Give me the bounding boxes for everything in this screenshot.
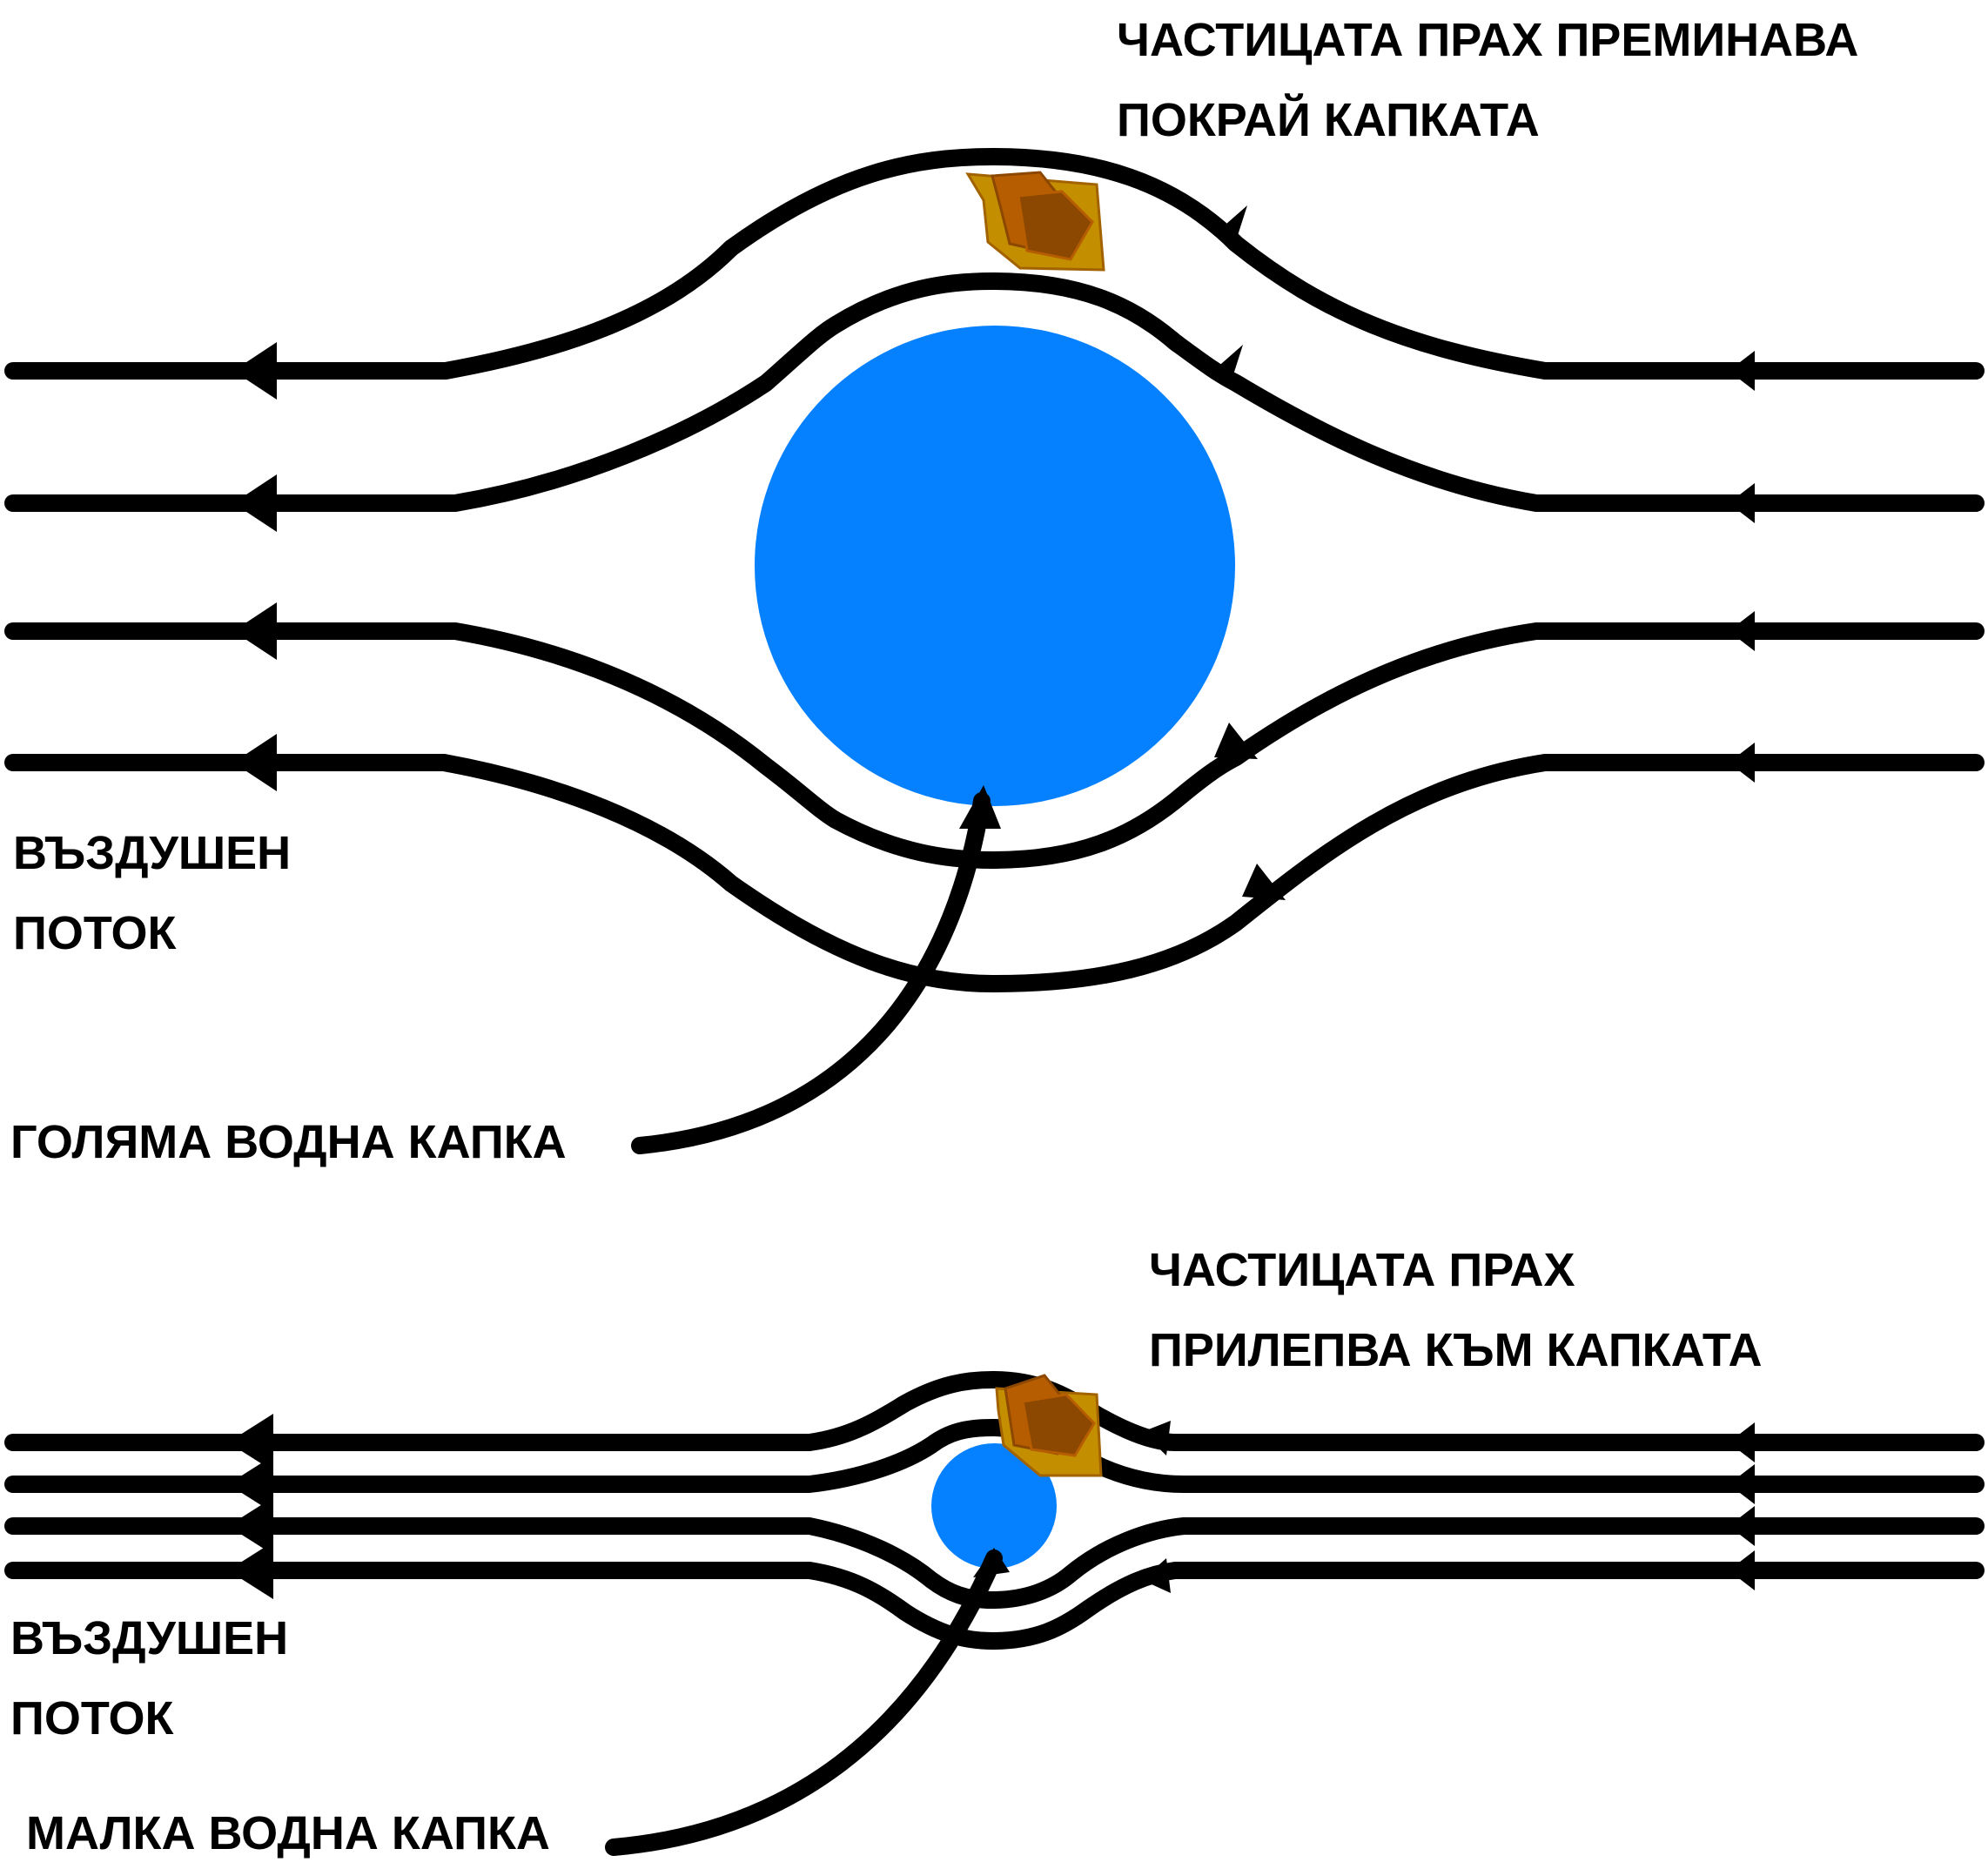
top-streamline-3	[4, 622, 1985, 869]
arrowhead-left-icon	[1142, 1558, 1171, 1593]
arrowhead-left-icon	[1729, 611, 1755, 651]
dust-particle-icon	[965, 171, 1105, 272]
top-airflow-caption-line-2: ПОТОК	[13, 907, 177, 959]
top-streamline-2	[4, 272, 1985, 512]
large-water-drop	[755, 326, 1235, 806]
top-streamline-4	[4, 754, 1985, 992]
bottom-panel	[4, 1371, 1985, 1856]
arrowhead-left-icon	[1729, 743, 1755, 783]
arrowhead-left-icon	[1729, 1422, 1755, 1462]
arrowhead-left-icon	[1214, 723, 1258, 759]
bottom-drop-caption-text: МАЛКА ВОДНА КАПКА	[26, 1807, 550, 1859]
arrowhead-up-icon	[959, 785, 1001, 829]
arrowhead-left-icon	[228, 1497, 273, 1555]
arrowhead-left-icon	[233, 474, 277, 532]
top-drop-caption: ГОЛЯМА ВОДНА КАПКА	[10, 1102, 567, 1182]
arrowhead-left-icon	[233, 602, 277, 660]
top-dust-caption-line-2: ПОКРАЙ КАПКАТА	[1117, 94, 1540, 146]
arrowhead-left-icon	[1219, 205, 1247, 249]
top-streamline-1	[4, 148, 1985, 380]
arrowhead-left-icon	[228, 1456, 273, 1513]
bottom-streamline-2	[4, 1419, 1985, 1493]
bottom-streamline-3	[4, 1517, 1985, 1609]
top-dust-caption-line-1: ЧАСТИЦАТА ПРАХ ПРЕМИНАВА	[1117, 14, 1859, 66]
arrowhead-left-icon	[1729, 483, 1755, 523]
bottom-dust-caption-line-1: ЧАСТИЦАТА ПРАХ	[1149, 1244, 1575, 1296]
arrowhead-left-icon	[1142, 1421, 1171, 1456]
bottom-dust-caption-line-2: ПРИЛЕПВА КЪМ КАПКАТА	[1149, 1324, 1763, 1376]
arrowhead-left-icon	[1242, 864, 1286, 900]
arrowhead-left-icon	[228, 1414, 273, 1471]
arrowhead-left-icon	[1729, 1506, 1755, 1546]
bottom-airflow-caption-line-2: ПОТОК	[10, 1692, 174, 1745]
arrowhead-up-icon	[973, 1548, 1010, 1577]
arrowhead-left-icon	[233, 734, 277, 791]
top-drop-caption-text: ГОЛЯМА ВОДНА КАПКА	[10, 1116, 567, 1168]
top-airflow-caption-line-1: ВЪЗДУШЕН	[13, 827, 292, 879]
arrowhead-left-icon	[1729, 1464, 1755, 1504]
dust-particle-icon	[995, 1374, 1103, 1477]
small-water-drop	[931, 1443, 1057, 1569]
bottom-drop-caption: МАЛКА ВОДНА КАПКА	[26, 1802, 550, 1865]
bottom-pointer-line	[605, 1550, 1003, 1856]
bottom-streamline-4	[4, 1562, 1985, 1650]
top-panel	[4, 148, 1985, 1154]
bottom-streamline-1	[4, 1371, 1985, 1451]
bottom-airflow-caption-line-1: ВЪЗДУШЕН	[10, 1612, 289, 1664]
arrowhead-left-icon	[1729, 1550, 1755, 1590]
top-pointer-line	[631, 792, 991, 1154]
arrowhead-left-icon	[1729, 351, 1755, 391]
arrowhead-left-icon	[228, 1542, 273, 1599]
top-dust-caption: ЧАСТИЦАТА ПРАХ ПРЕМИНАВА ПОКРАЙ КАПКАТА	[1117, 0, 1858, 160]
top-airflow-caption: ВЪЗДУШЕН ПОТОК	[13, 813, 291, 973]
bottom-airflow-caption: ВЪЗДУШЕН ПОТОК	[10, 1598, 288, 1758]
bottom-dust-caption: ЧАСТИЦАТА ПРАХ ПРИЛЕПВА КЪМ КАПКАТА	[1149, 1230, 1762, 1390]
arrowhead-left-icon	[1214, 345, 1243, 388]
arrowhead-left-icon	[233, 342, 277, 400]
